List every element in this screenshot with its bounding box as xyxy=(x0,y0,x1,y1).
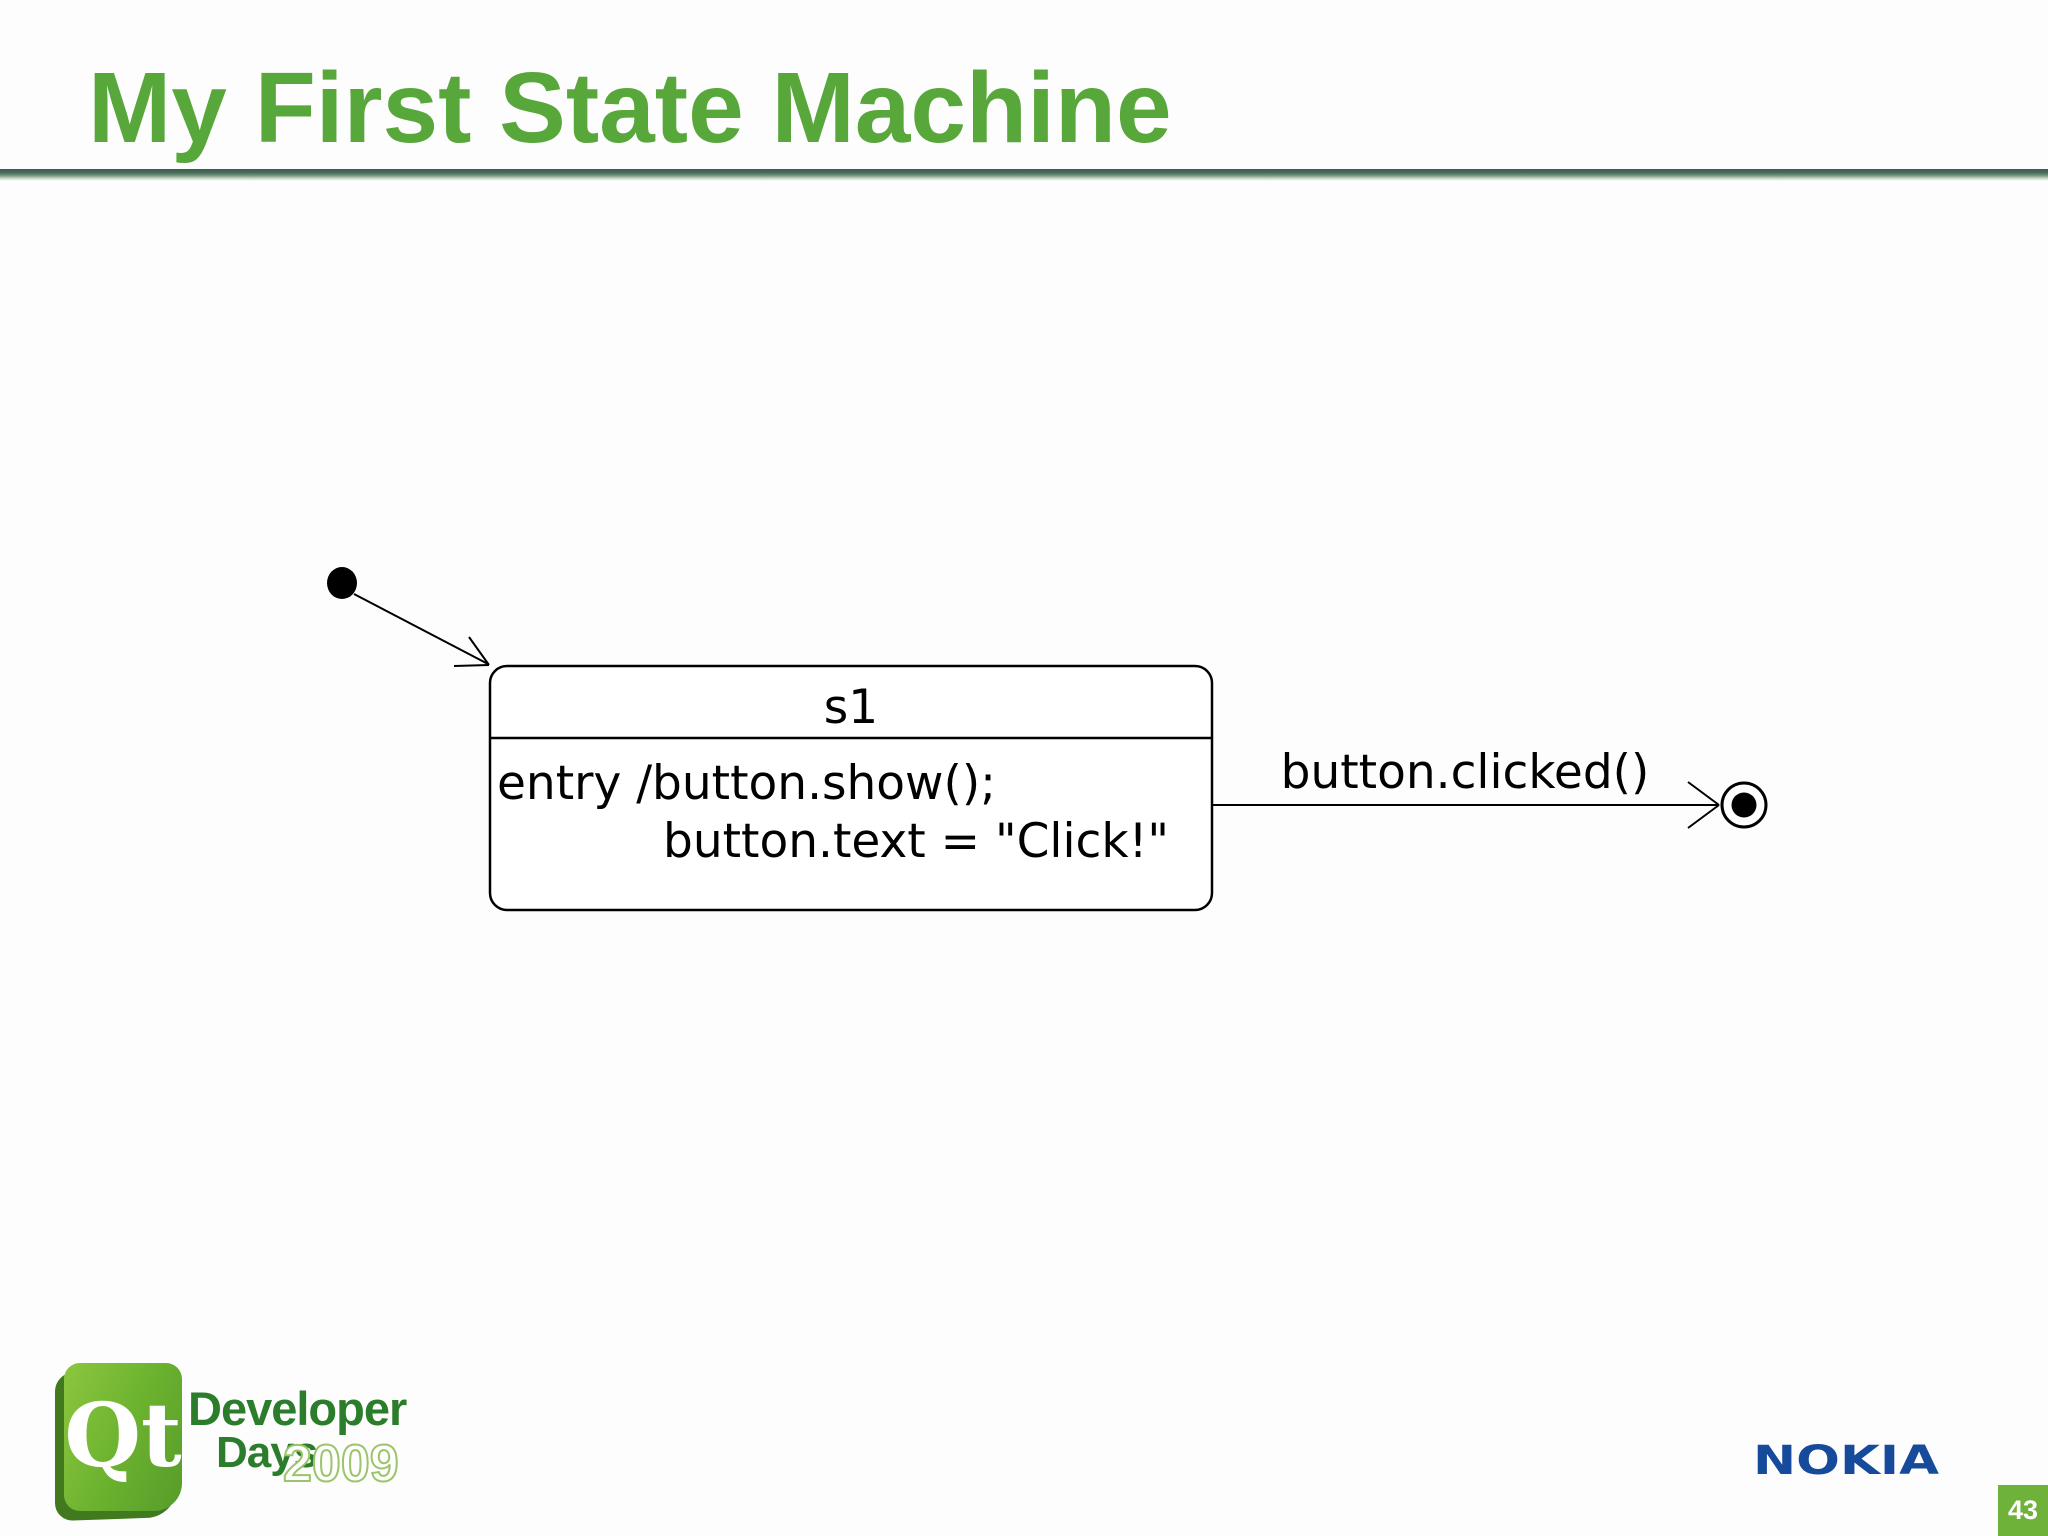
final-state-inner-dot xyxy=(1731,792,1757,818)
header-rule-divider xyxy=(0,169,2048,181)
qt-developer-days-logo: Qt Developer Days 2009 xyxy=(55,1355,455,1530)
initial-state-dot xyxy=(327,567,357,599)
qt-logo-text: Qt xyxy=(64,1383,182,1487)
event-name-days: Days xyxy=(216,1428,318,1477)
page-title: My First State Machine xyxy=(88,52,1172,164)
initial-transition-arrow xyxy=(353,593,490,667)
nokia-logo-svg: NOKIA xyxy=(1753,1438,1939,1484)
transition-arrow xyxy=(1213,781,1720,829)
state-entry-action-line1: entry /button.show(); xyxy=(497,756,996,811)
transition-label: button.clicked() xyxy=(1281,745,1650,800)
nokia-logo: NOKIA xyxy=(1753,1438,1953,1487)
qt-logo-icon: Qt xyxy=(64,1363,182,1511)
event-name-developer: Developer xyxy=(188,1382,407,1435)
state-name: s1 xyxy=(824,680,878,735)
state-entry-action-line2: button.text = "Click!" xyxy=(663,814,1169,869)
nokia-logo-text: NOKIA xyxy=(1753,1438,1939,1482)
page-number-badge: 43 xyxy=(1998,1485,2048,1536)
event-year: 2009 xyxy=(282,1434,400,1494)
state-box xyxy=(488,664,1214,912)
page-number: 43 xyxy=(2007,1495,2039,1525)
